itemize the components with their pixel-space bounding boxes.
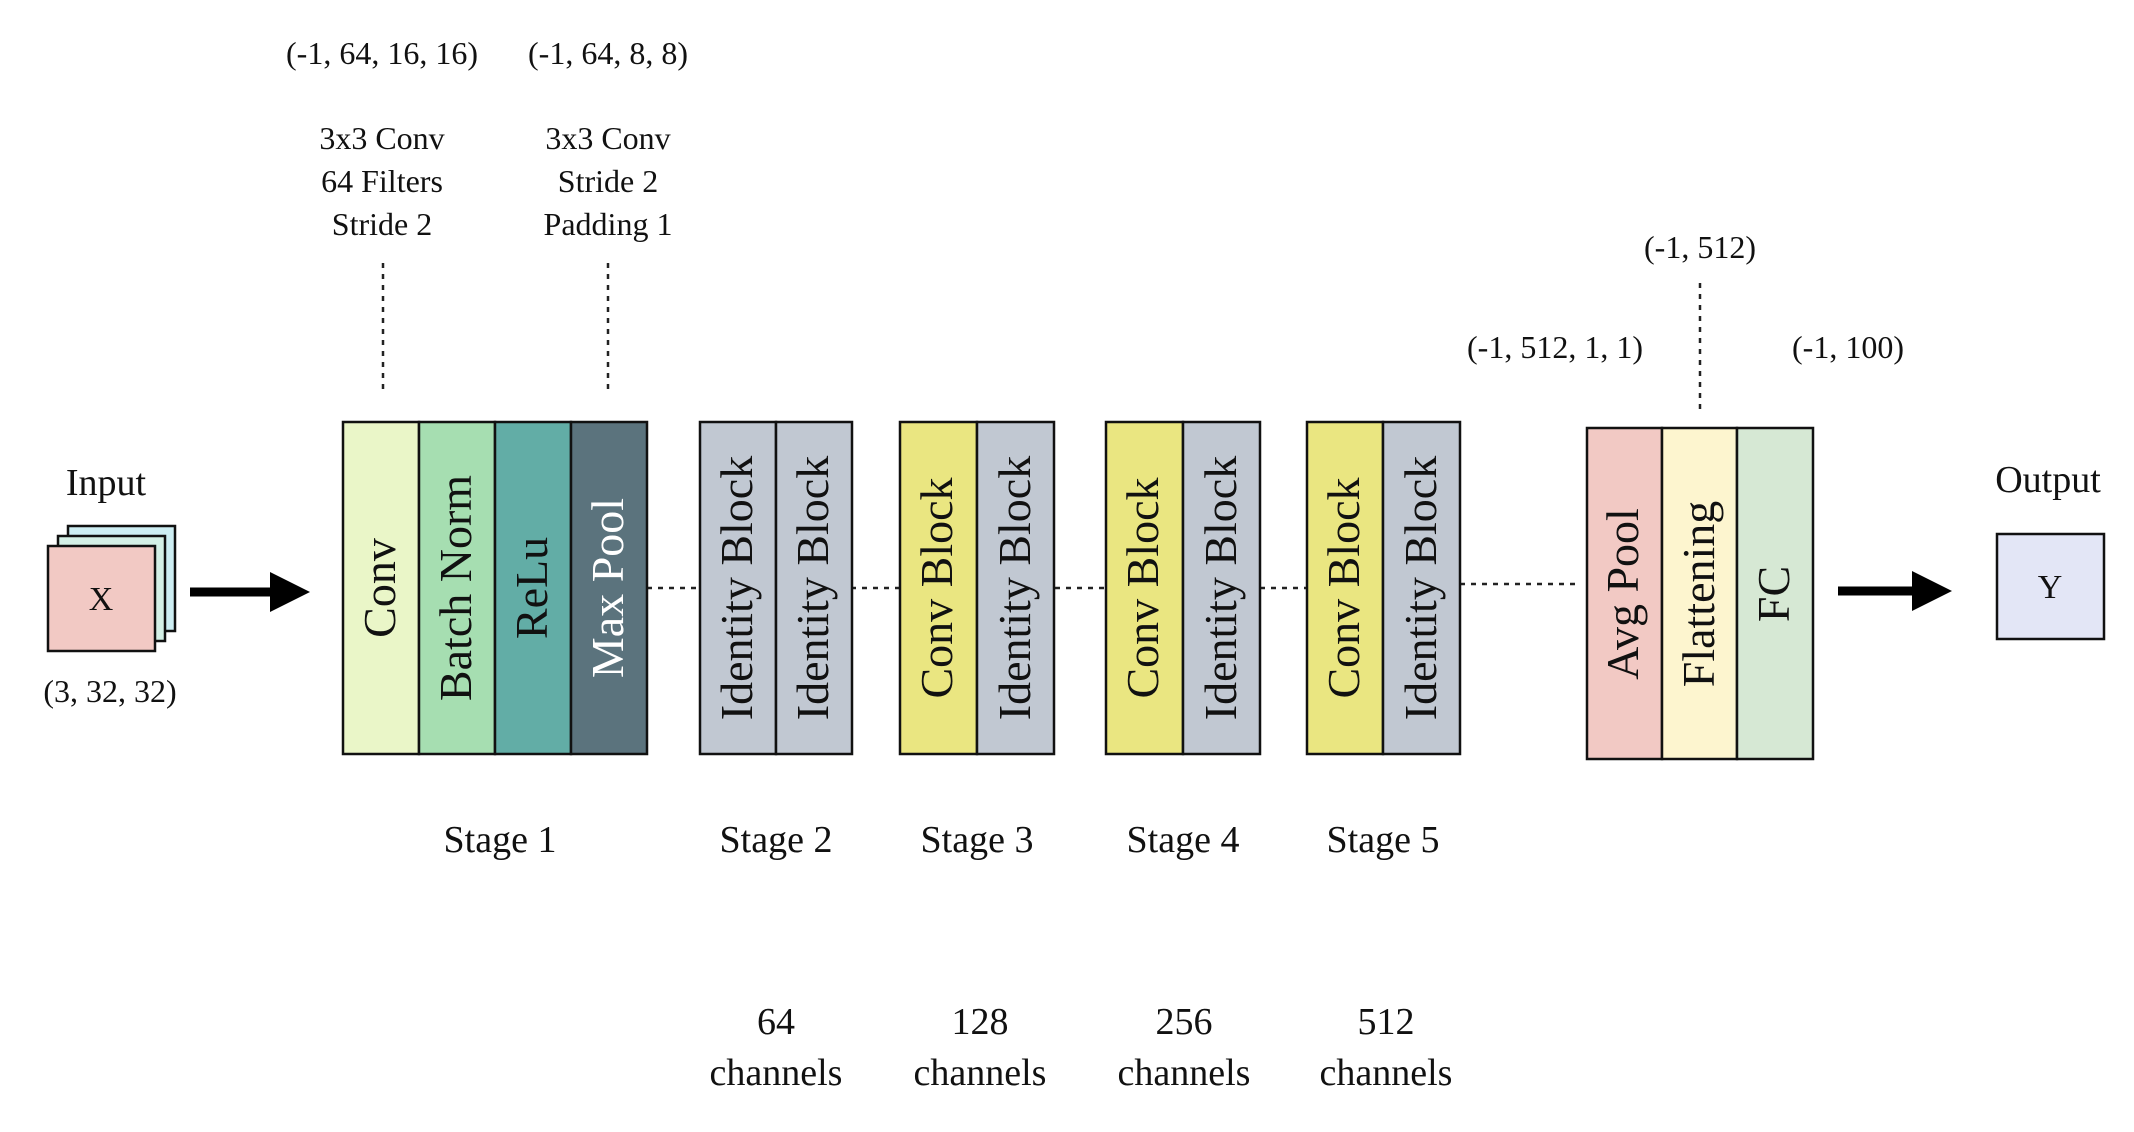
output-label: Output: [1995, 459, 2101, 501]
conv-block: [1104, 420, 1185, 756]
input-stack-front: [46, 544, 157, 653]
stage-title: Stage 5: [1327, 819, 1440, 861]
channel-count: 512: [1358, 1001, 1415, 1043]
fc-block-label: FC: [1748, 566, 1799, 622]
channel-count: 256: [1156, 1001, 1213, 1043]
head-fc-shape: (-1, 100): [1792, 329, 1904, 365]
conv-block-label: Conv Block: [1318, 477, 1369, 698]
identity-block: [1381, 420, 1462, 756]
stage1-pool-param: Padding 1: [544, 206, 673, 242]
identity-block: [1181, 420, 1262, 756]
head-blocks: Avg Pool Flattening FC: [1585, 426, 1815, 761]
stage-title: Stage 4: [1127, 819, 1240, 861]
input-group: Input X (3, 32, 32): [43, 462, 176, 709]
channel-unit: channels: [914, 1052, 1047, 1094]
flattening-block-label: Flattening: [1673, 501, 1724, 688]
head-pool-shape: (-1, 512, 1, 1): [1467, 329, 1643, 365]
output-arrow: [1838, 571, 1952, 611]
stage1-conv-param: 64 Filters: [321, 163, 443, 199]
conv-block-label: Conv: [354, 538, 405, 638]
relu-block-label: ReLu: [506, 537, 557, 639]
stage1-pool-param: 3x3 Conv: [545, 120, 670, 156]
stage-title: Stage 3: [921, 819, 1034, 861]
flattening-block: [1660, 426, 1739, 761]
stage5-blocks: Conv Block Identity Block: [1305, 420, 1462, 756]
stage-title: Stage 2: [720, 819, 833, 861]
identity-block: [774, 420, 854, 756]
stage1-blocks: Conv Batch Norm ReLu Max Pool: [341, 420, 649, 756]
max-pool-block: [569, 420, 649, 756]
conv-block: [898, 420, 979, 756]
stage-connectors: [647, 582, 1578, 590]
stage1-pool-param: Stride 2: [558, 163, 658, 199]
stage1-conv-shape: (-1, 64, 16, 16): [286, 35, 478, 71]
head-flatten-shape: (-1, 512): [1644, 229, 1756, 265]
input-label: Input: [66, 462, 147, 504]
head-annotations: (-1, 512, 1, 1) (-1, 512) (-1, 100): [1467, 229, 1904, 412]
identity-block-label: Identity Block: [1195, 456, 1246, 720]
identity-block: [698, 420, 778, 756]
batch-norm-block-label: Batch Norm: [430, 475, 481, 701]
channel-count: 64: [757, 1001, 795, 1043]
identity-block-label: Identity Block: [787, 456, 838, 720]
conv-block: [341, 420, 421, 756]
stage1-conv-param: 3x3 Conv: [319, 120, 444, 156]
input-shape: (3, 32, 32): [43, 673, 176, 709]
batch-norm-block: [417, 420, 497, 756]
stage-title: Stage 1: [444, 819, 557, 861]
identity-block: [975, 420, 1056, 756]
channel-counts: 64 channels 128 channels 256 channels 51…: [710, 1001, 1453, 1094]
channel-unit: channels: [1118, 1052, 1251, 1094]
output-symbol: Y: [2038, 569, 2063, 606]
channel-count: 128: [952, 1001, 1009, 1043]
input-symbol: X: [89, 581, 114, 618]
max-pool-block-label: Max Pool: [582, 498, 633, 678]
channel-unit: channels: [1320, 1052, 1453, 1094]
conv-block: [1305, 420, 1385, 756]
output-group: Output Y: [1995, 459, 2106, 641]
input-arrow: [190, 572, 310, 612]
stage2-blocks: Identity Block Identity Block: [698, 420, 854, 756]
stage4-blocks: Conv Block Identity Block: [1104, 420, 1262, 756]
identity-block-label: Identity Block: [989, 456, 1040, 720]
identity-block-label: Identity Block: [711, 456, 762, 720]
conv-block-label: Conv Block: [1117, 477, 1168, 698]
stage1-pool-shape: (-1, 64, 8, 8): [528, 35, 688, 71]
avg-pool-block-label: Avg Pool: [1597, 508, 1648, 680]
relu-block: [493, 420, 573, 756]
stage3-blocks: Conv Block Identity Block: [898, 420, 1056, 756]
stage-titles: Stage 1 Stage 2 Stage 3 Stage 4 Stage 5: [444, 819, 1440, 861]
output-box: [1995, 532, 2106, 641]
conv-block-label: Conv Block: [911, 477, 962, 698]
stage1-conv-param: Stride 2: [332, 206, 432, 242]
channel-unit: channels: [710, 1052, 843, 1094]
avg-pool-block: [1585, 426, 1664, 761]
identity-block-label: Identity Block: [1395, 456, 1446, 720]
stage1-annotations: (-1, 64, 16, 16) (-1, 64, 8, 8) 3x3 Conv…: [286, 35, 688, 392]
fc-block: [1735, 426, 1815, 761]
